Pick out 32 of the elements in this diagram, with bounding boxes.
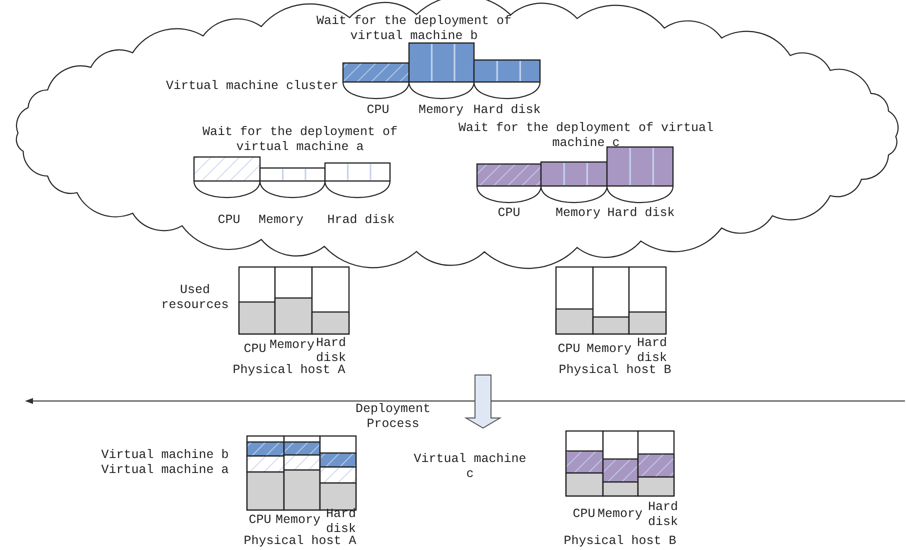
host-caption: Physical host B bbox=[562, 534, 678, 549]
side-label: Used resources bbox=[160, 283, 230, 313]
cloud-title: Virtual machine cluster bbox=[166, 79, 339, 93]
bar-label: CPU bbox=[572, 507, 596, 522]
side-label: Virtual machine b bbox=[100, 448, 230, 463]
bar-label: Memory bbox=[417, 103, 464, 118]
bar-label: Hard disk bbox=[606, 206, 676, 221]
bar-label: CPU bbox=[248, 513, 272, 528]
bar-label: Memory bbox=[554, 206, 602, 221]
host-caption: Physical host A bbox=[242, 534, 358, 549]
bar-label: Hard disk bbox=[472, 103, 542, 118]
bar-label: CPU bbox=[556, 342, 582, 357]
bar-label: Memory bbox=[274, 513, 322, 528]
host-caption: Physical host B bbox=[558, 363, 672, 378]
host-caption: Physical host A bbox=[232, 363, 346, 378]
bar-label: Hard disk bbox=[316, 336, 347, 365]
bar-label: Hard disk bbox=[326, 507, 356, 536]
bar-label: Hard disk bbox=[636, 336, 667, 365]
caption: Wait for the deployment of virtual machine a bbox=[201, 125, 399, 155]
bar-label: Memory bbox=[257, 213, 304, 228]
arrow-caption: Deployment Process bbox=[354, 402, 432, 432]
bar-label: CPU bbox=[242, 342, 268, 357]
side-label: Virtual machine c bbox=[412, 452, 528, 482]
bar-label: Memory bbox=[585, 342, 632, 357]
caption: Wait for the deployment of virtual machine b bbox=[315, 14, 513, 44]
bar-label: CPU bbox=[366, 103, 390, 118]
bar-label: CPU bbox=[496, 206, 522, 221]
side-label: Virtual machine a bbox=[100, 463, 230, 478]
bar-label: Hard disk bbox=[646, 500, 679, 530]
bar-label: Hrad disk bbox=[326, 213, 396, 228]
caption: Wait for the deployment of virtual machine c bbox=[457, 121, 715, 151]
bar-label: CPU bbox=[216, 213, 242, 228]
